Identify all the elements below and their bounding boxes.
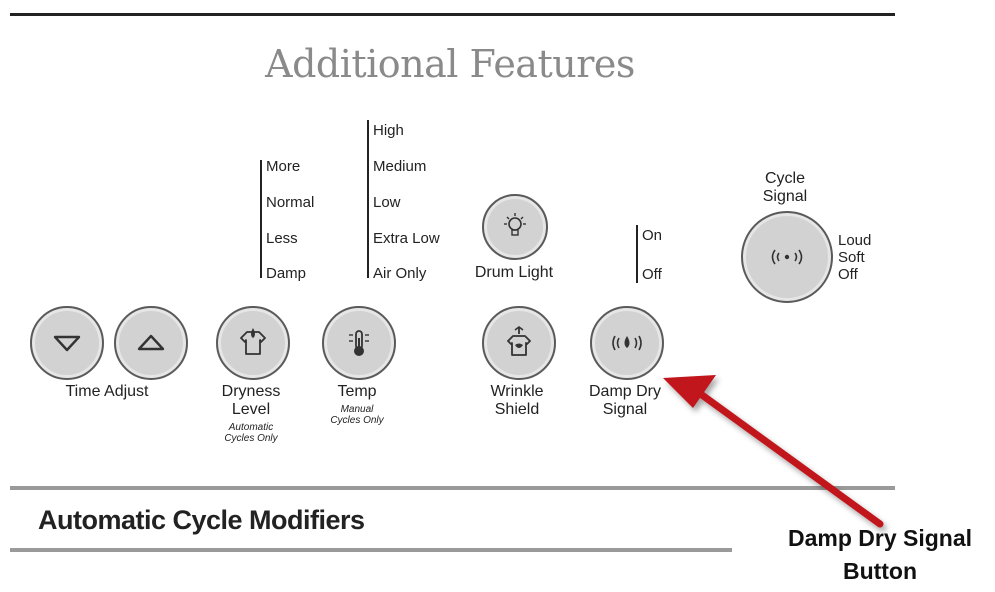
- temp-note-line1: Manual: [340, 404, 374, 415]
- temp-option-extra-low: Extra Low: [373, 230, 440, 247]
- dryness-note-line2: Cycles Only: [224, 433, 278, 444]
- cycle-signal-option-loud: Loud: [838, 232, 872, 249]
- damp-dry-label-line2: Signal: [602, 401, 648, 418]
- damp-dry-signal-button[interactable]: [590, 306, 664, 380]
- time-adjust-label: Time Adjust: [65, 383, 149, 400]
- dryness-note-line1: Automatic: [228, 422, 274, 433]
- dryness-level-note: Automatic Cycles Only: [196, 422, 306, 444]
- cycle-signal-title-line2: Signal: [762, 188, 808, 205]
- damp-option-off: Off: [642, 266, 662, 283]
- damp-dry-signal-label: Damp Dry Signal: [568, 383, 682, 419]
- dryness-level-label: Dryness Level: [196, 383, 306, 419]
- damp-dry-label-line1: Damp Dry: [588, 383, 661, 400]
- triangle-down-icon: [53, 335, 81, 352]
- wrinkle-shield-label: Wrinkle Shield: [462, 383, 572, 419]
- cycle-signal-title: Cycle Signal: [740, 170, 830, 206]
- temp-note: Manual Cycles Only: [302, 404, 412, 426]
- dryness-option-damp: Damp: [266, 265, 307, 282]
- drum-light-button[interactable]: [482, 194, 548, 260]
- bulb-icon: [504, 213, 526, 236]
- cycle-signal-options: Loud Soft Off: [838, 232, 871, 283]
- thermometer-icon: [349, 330, 369, 356]
- drop-signal-icon: [612, 335, 642, 351]
- time-adjust-down-button[interactable]: [30, 306, 104, 380]
- wrinkle-shield-button[interactable]: [482, 306, 556, 380]
- cycle-signal-option-soft: Soft: [838, 249, 865, 266]
- section-title: Automatic Cycle Modifiers: [38, 505, 365, 535]
- section-top-rule: [10, 486, 895, 490]
- temp-note-line2: Cycles Only: [330, 415, 384, 426]
- temp-option-air-only: Air Only: [373, 265, 427, 282]
- callout-label: Damp Dry Signal Button: [760, 522, 995, 588]
- section-bottom-rule: [10, 548, 732, 552]
- temp-label: Temp: [337, 383, 377, 400]
- page-title: Additional Features: [265, 42, 635, 86]
- wrinkle-label-line2: Shield: [494, 401, 540, 418]
- temp-option-medium: Medium: [373, 158, 427, 175]
- time-adjust-up-button[interactable]: [114, 306, 188, 380]
- cycle-signal-title-line1: Cycle: [764, 170, 805, 187]
- cycle-signal-button[interactable]: [741, 211, 833, 303]
- dryness-option-more: More: [266, 158, 301, 175]
- dryness-option-normal: Normal: [266, 194, 315, 211]
- callout-line2: Button: [842, 558, 918, 584]
- temp-options-bar: [367, 120, 369, 278]
- shirt-drop-icon: [240, 328, 266, 355]
- damp-option-on: On: [642, 227, 663, 244]
- drum-light-label: Drum Light: [474, 264, 554, 281]
- dryness-label-line2: Level: [231, 401, 271, 418]
- cycle-signal-option-off: Off: [838, 266, 858, 283]
- top-rule: [10, 13, 895, 16]
- dryness-label-line1: Dryness: [221, 383, 281, 400]
- temp-option-low: Low: [373, 194, 401, 211]
- dryness-options-bar: [260, 160, 262, 278]
- temp-button[interactable]: [322, 306, 396, 380]
- sound-waves-icon: [771, 249, 803, 265]
- temp-option-high: High: [373, 122, 404, 139]
- callout-line1: Damp Dry Signal: [787, 525, 973, 551]
- triangle-up-icon: [137, 334, 165, 351]
- shirt-shield-icon: [507, 326, 531, 356]
- wrinkle-label-line1: Wrinkle: [490, 383, 544, 400]
- dryness-level-button[interactable]: [216, 306, 290, 380]
- dryness-option-less: Less: [266, 230, 298, 247]
- damp-options-bar: [636, 225, 638, 283]
